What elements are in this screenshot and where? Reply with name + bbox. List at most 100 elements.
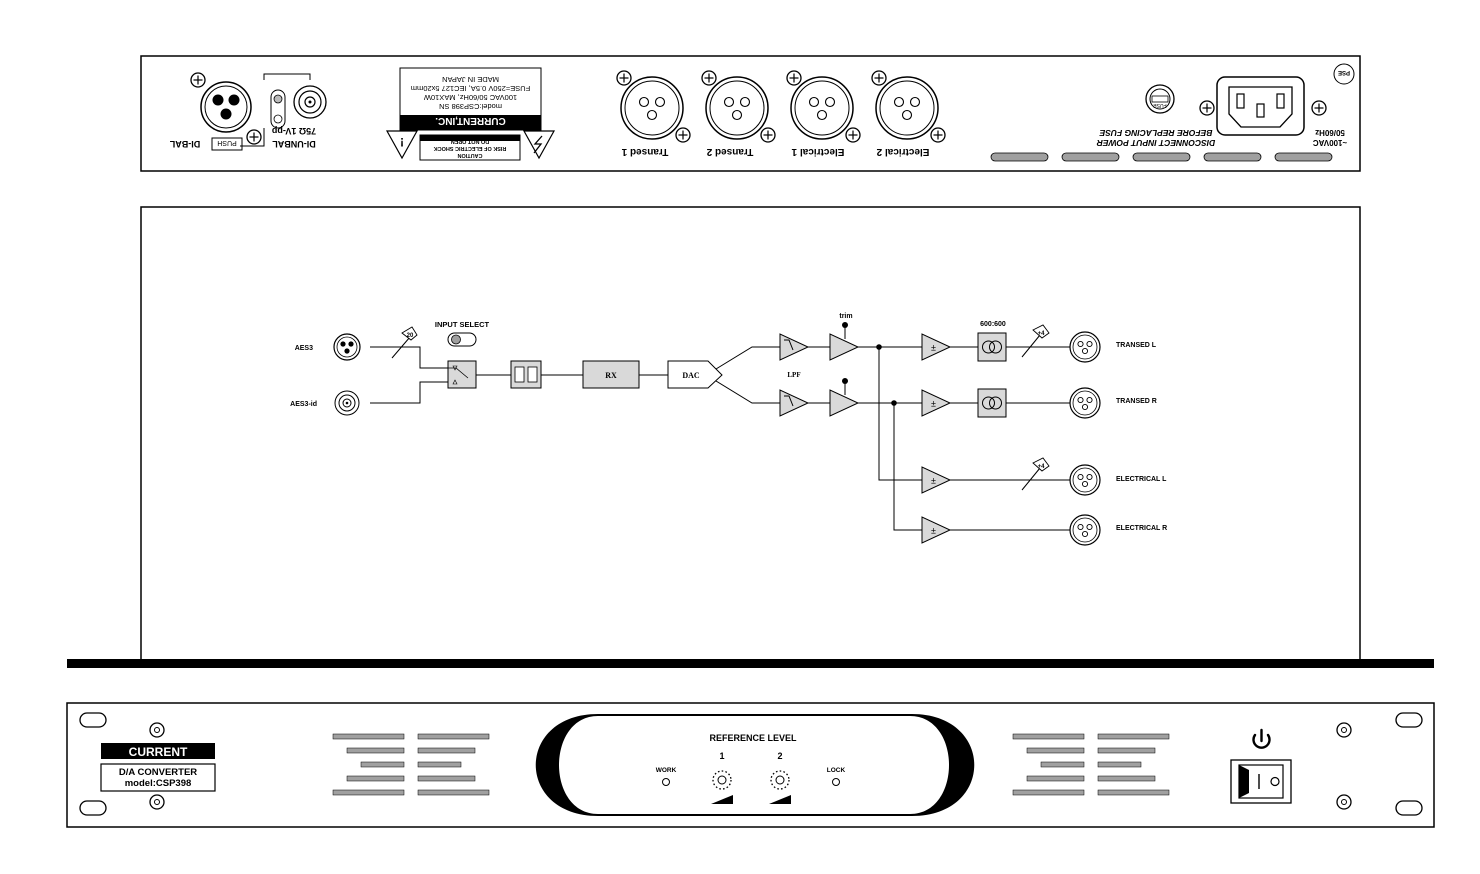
label-model: model:CSP398 SN [439,102,502,111]
xlr-output-4-label: Electrical 2 [876,146,929,157]
input-wiring [370,346,668,404]
warning-line2: BEFORE REPLACING FUSE [1099,128,1212,138]
front-vents-right [1012,733,1170,796]
output-electrical-r-label: ELECTRICAL R [1116,525,1167,532]
di-unbal-connector[interactable]: 75Ω 1V-pp DI-UNBAL [240,73,327,149]
rx-label: RX [605,371,617,380]
control-window: REFERENCE LEVEL 1 2 WORK LOCK [535,714,975,816]
level-ramp-1-icon [711,795,733,804]
xlr-output-4[interactable]: Electrical 2 [871,70,946,157]
pad-marker-transed: +4 [1021,324,1050,358]
caution-line1: RISK OF ELECTRIC SHOCK [434,145,507,151]
di-bal-connector[interactable]: PUSH DI-BAL [169,72,262,151]
warning-line1: DISCONNECT INPUT POWER [1096,138,1215,148]
output-xlr-electrical-r [1069,514,1101,546]
output-xlr-transed-r [1069,387,1101,419]
input-select-switch[interactable] [447,332,477,347]
serial-label: CURRENT,INC. model:CSP398 SN 100VAC 50/6… [399,67,542,131]
label-brand: CURRENT,INC. [435,115,506,126]
panel-screw-tl [149,722,165,738]
junction-dot-l [876,344,882,350]
trim-pot-r[interactable] [842,378,848,384]
power-icon [1252,728,1271,749]
junction-dot-r [891,400,897,406]
xlr-output-2[interactable]: Transed 2 [701,70,776,157]
dac-block: DAC [667,360,723,389]
lpf-filter-r [779,389,809,417]
ac-line1: ~100VAC [1313,138,1348,147]
exclamation-icon [385,130,419,160]
front-vents-left [332,733,490,796]
xlr-output-1-label: Transed 1 [621,146,668,157]
input-aes3id-label: AES3-id [290,401,317,408]
fuse-warning: DISCONNECT INPUT POWER BEFORE REPLACING … [1096,128,1215,148]
input-aes3-label: AES3 [295,345,313,352]
knob1-label: 1 [719,751,724,761]
output-electrical-l-label: ELECTRICAL L [1116,476,1167,483]
rack-ear-slot-tr[interactable] [1395,712,1423,728]
dac-split-wiring [715,326,1070,531]
ac-inlet[interactable] [1199,76,1327,136]
output-xlr-electrical-l [1069,464,1101,496]
output-transed-r-label: TRANSED R [1116,398,1157,405]
trim-pot-l[interactable] [842,322,848,328]
rx-block: RX [582,360,640,389]
output-transed-l-label: TRANSED L [1116,342,1157,349]
push-label: PUSH [217,139,236,146]
brand-name: CURRENT [129,745,188,759]
buffer-transed-r [921,389,951,417]
xlr-output-1[interactable]: Transed 1 [616,70,691,157]
lock-led [832,778,840,786]
trim-amp-l [829,333,859,361]
caution-warning: ! CAUTION RISK OF ELECTRIC SHOCK DO NOT … [385,130,556,161]
trim-amp-r [829,389,859,417]
level-knob-2[interactable] [770,770,790,790]
rack-ear-slot-bl[interactable] [79,800,107,816]
ac-rating: ~100VAC 50/60Hz [1313,128,1348,147]
panel-screw-tr [1336,722,1352,738]
panel-screw-br [1336,794,1352,810]
rack-ear-slot-br[interactable] [1395,800,1423,816]
product-line1: D/A CONVERTER [119,767,197,778]
pulse-transformer-block [510,360,542,389]
label-fuse: FUSE=250V 0.5A, IEC127 5x20mm [411,84,530,93]
label-origin: MADE IN JAPAN [442,75,499,84]
buffer-electrical-l [921,466,951,494]
pad-plus4-label-2: +4 [1038,464,1046,470]
front-panel: CURRENT D/A CONVERTER model:CSP398 [66,702,1435,828]
xlr-output-3[interactable]: Electrical 1 [786,70,861,157]
dac-label: DAC [682,371,700,380]
caution-title: CAUTION [457,152,482,158]
lock-label: LOCK [827,767,846,774]
rack-ear-slot-tl[interactable] [79,712,107,728]
aes3-pad-marker: 20 [391,326,418,359]
lpf-filter-l [779,333,809,361]
work-label: WORK [656,767,677,774]
level-knob-1[interactable] [712,770,732,790]
aes3-xlr-icon [333,333,361,361]
fuse-holder[interactable]: FUSE [1145,84,1175,114]
fuse-label: FUSE [1153,102,1167,108]
buffer-transed-l [921,333,951,361]
power-switch[interactable] [1230,759,1292,804]
reference-level-label: REFERENCE LEVEL [709,733,797,743]
di-bal-label: DI-BAL [169,139,200,149]
product-line2: model:CSP398 [125,778,192,789]
pse-mark: PSE [1333,63,1355,85]
level-ramp-2-icon [769,795,791,804]
transformer-r [977,388,1007,418]
rear-panel: PUSH DI-BAL 75Ω 1V-pp DI-UNBAL ! [140,55,1361,172]
pse-label: PSE [1338,69,1350,75]
trim-label: trim [839,313,852,320]
work-led [662,778,670,786]
pad-marker-electrical: +4 [1021,457,1050,491]
rear-vents [990,152,1333,162]
svg-text:!: ! [400,135,404,149]
output-xlr-transed-l [1069,331,1101,363]
buffer-electrical-r [921,516,951,544]
lpf-label: LPF [787,371,800,379]
transformer-l [977,332,1007,362]
pad-plus4-label-1: +4 [1038,331,1046,337]
top-view-outline [140,206,1361,661]
